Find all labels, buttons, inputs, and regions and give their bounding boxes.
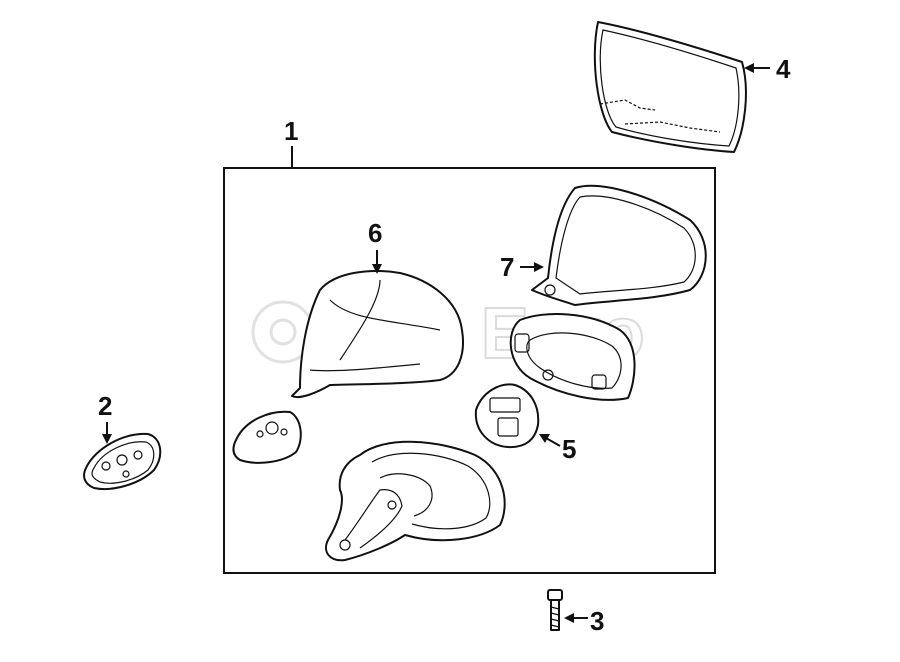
- mirror-motor-part: [474, 383, 540, 449]
- outer-gasket-part: [83, 432, 162, 490]
- callout-7: 7: [500, 252, 544, 282]
- callout-2: 2: [98, 391, 112, 444]
- callout-4: 4: [744, 54, 791, 84]
- callout-1: 1: [284, 116, 298, 168]
- callout-4-label: 4: [776, 54, 791, 84]
- mirror-cover-part: [291, 270, 464, 398]
- mirror-housing-part: [531, 184, 707, 306]
- callout-3-label: 3: [590, 606, 604, 636]
- callout-6: 6: [368, 218, 382, 274]
- mirror-glass-part: [593, 21, 747, 153]
- callout-7-label: 7: [500, 252, 514, 282]
- assembly-frame: [223, 167, 716, 574]
- mirror-backing-plate: [509, 313, 636, 401]
- mirror-base-part: [325, 440, 506, 562]
- callout-2-label: 2: [98, 391, 112, 421]
- callout-6-label: 6: [368, 218, 382, 248]
- callout-1-label: 1: [284, 116, 298, 146]
- callout-5-label: 5: [562, 434, 576, 464]
- callout-5: 5: [539, 434, 576, 464]
- callout-3: 3: [564, 606, 604, 636]
- base-gasket-part: [232, 410, 302, 464]
- screw-part: [547, 589, 563, 631]
